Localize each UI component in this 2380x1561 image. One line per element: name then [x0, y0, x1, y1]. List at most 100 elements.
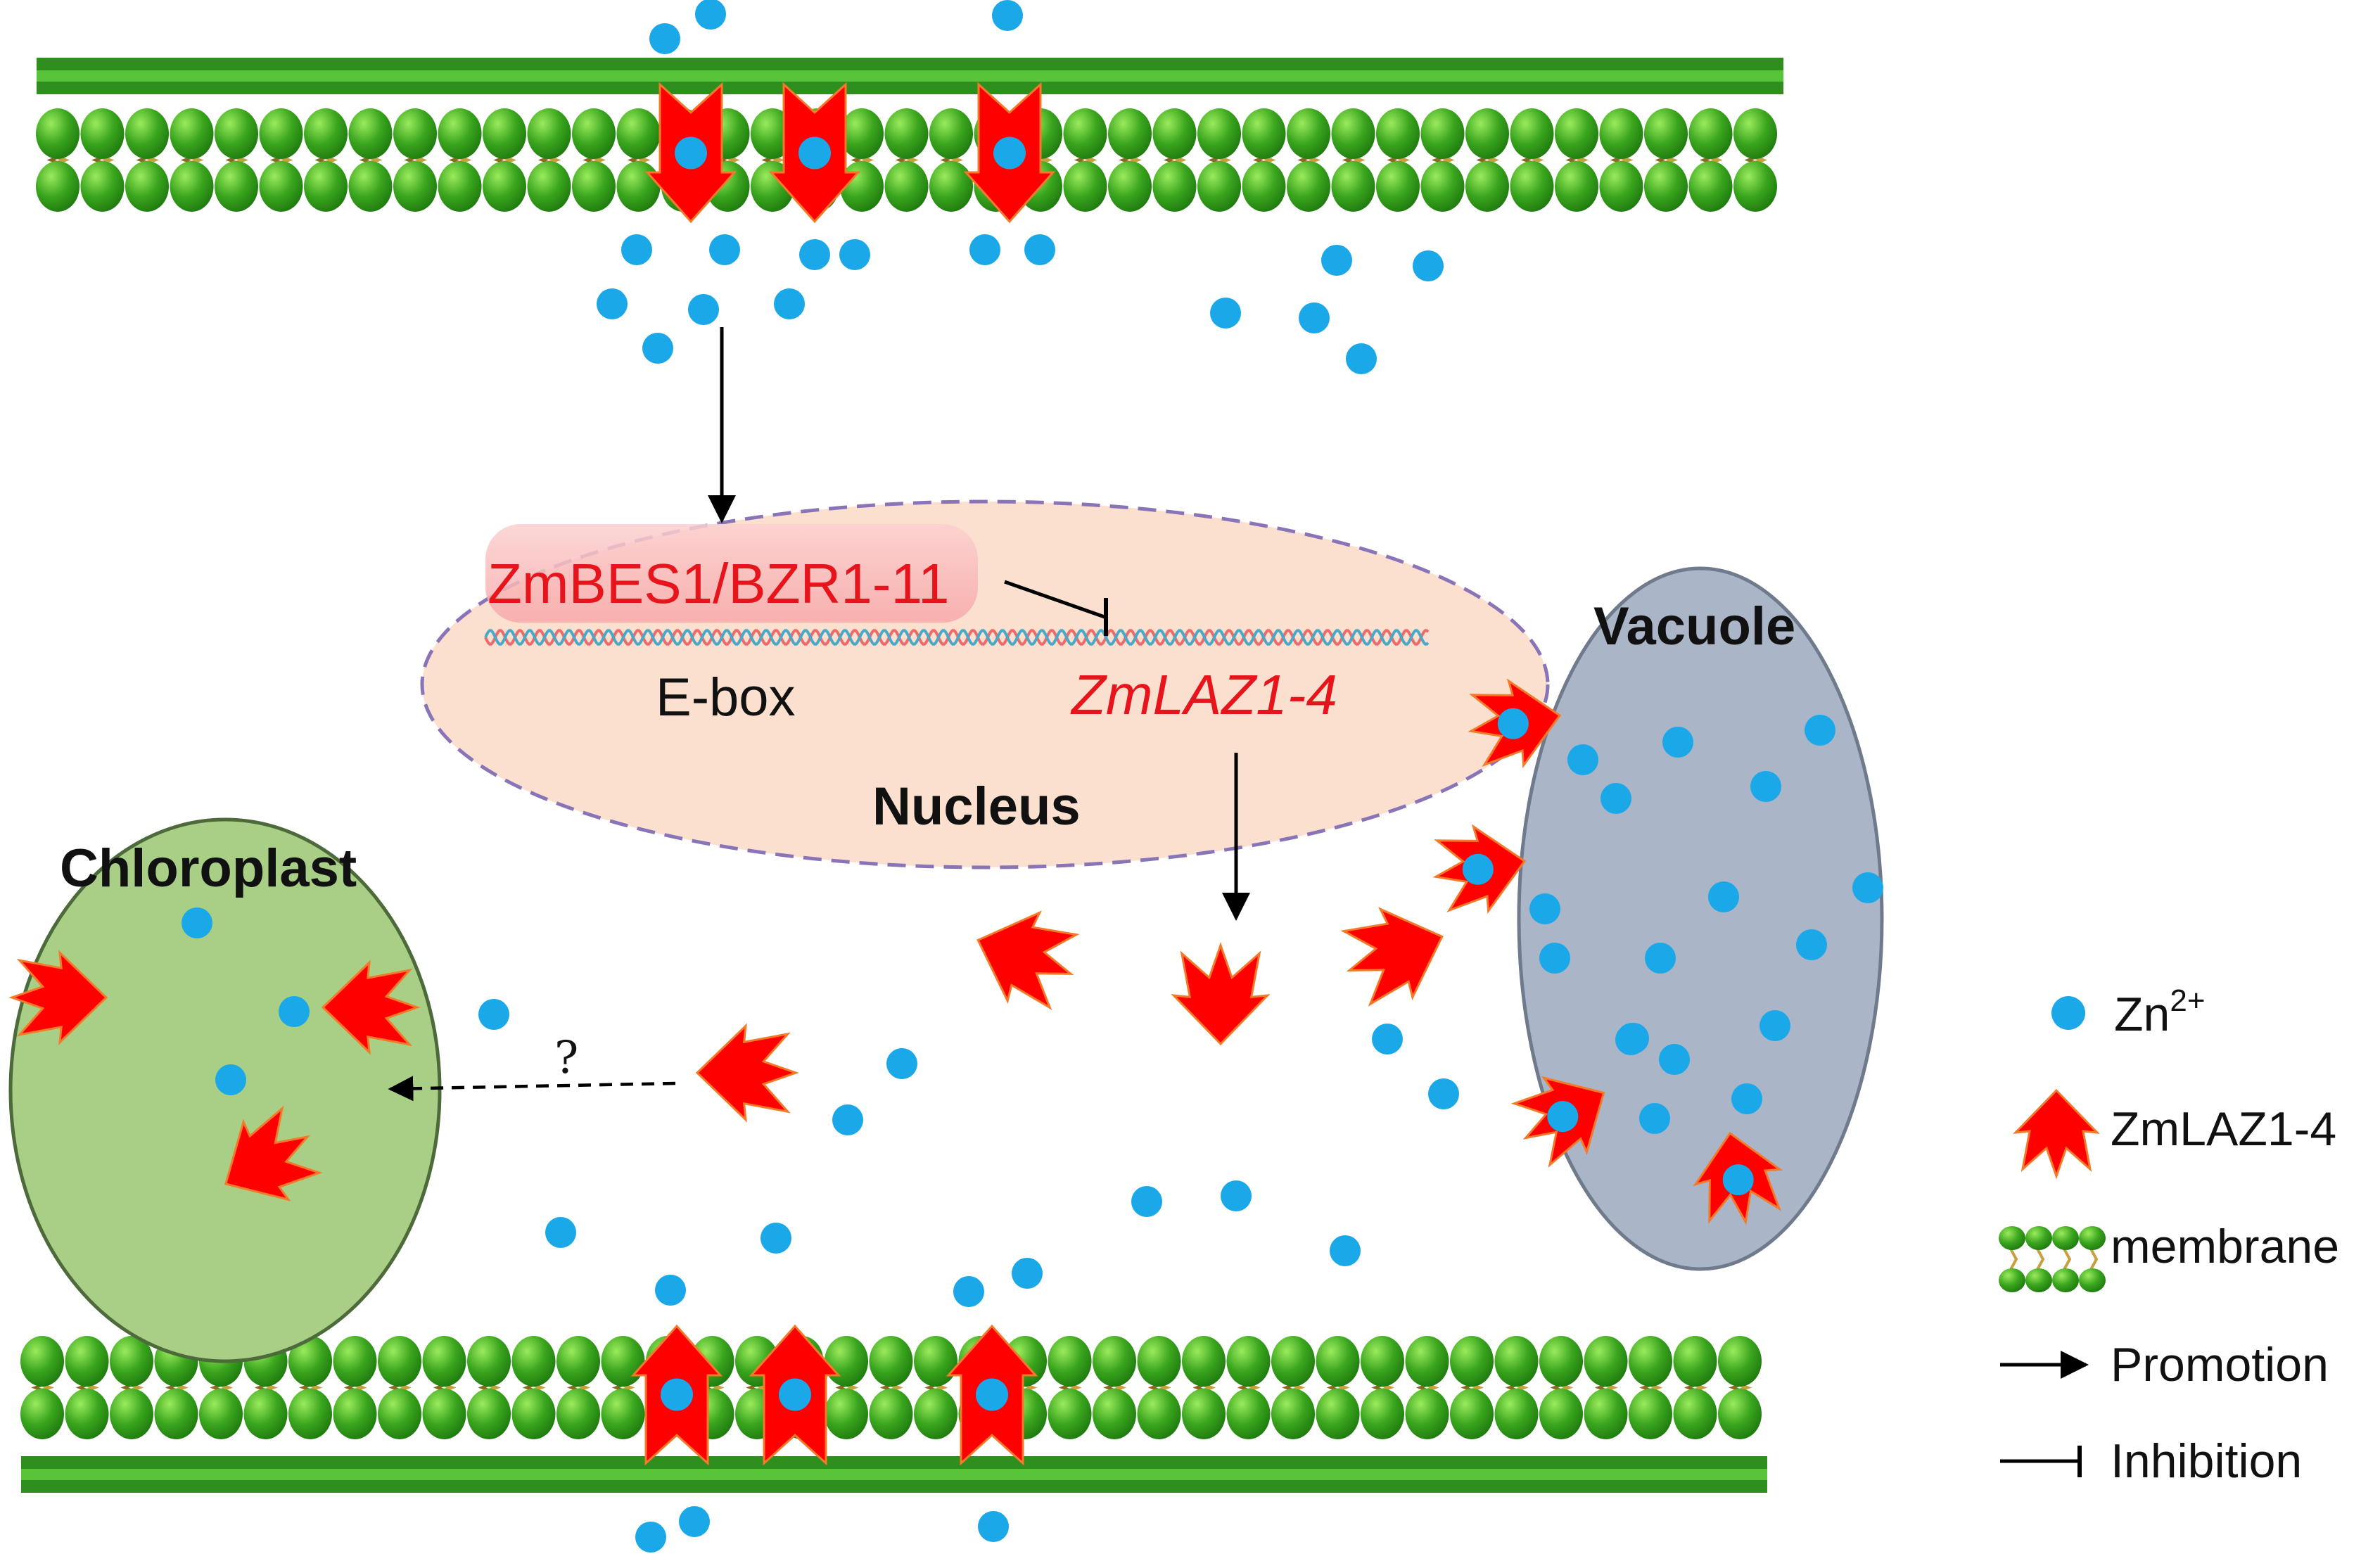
zinc-ion — [1567, 744, 1598, 775]
lipid-head — [1048, 1336, 1092, 1387]
factor-highlight — [485, 524, 978, 623]
lipid-head — [243, 1389, 288, 1439]
lipid-head — [1999, 1268, 2025, 1292]
membrane-channel — [963, 82, 1056, 224]
legend-transporter-label: ZmLAZ1-4 — [2111, 1102, 2336, 1156]
transporter-layer — [8, 82, 1783, 1466]
lipid-head — [1152, 161, 1197, 212]
lipid-head — [1599, 161, 1643, 212]
zinc-ion — [1759, 1010, 1790, 1041]
zinc-ion — [279, 996, 310, 1027]
factor-label: ZmBES1/BZR1-11 — [488, 552, 949, 615]
plasma-membrane-top — [36, 58, 1783, 212]
lipid-head — [1688, 161, 1733, 212]
zinc-ion — [215, 1064, 246, 1095]
lipid-head — [2025, 1226, 2052, 1250]
zinc-ion — [649, 23, 680, 54]
legend-membrane-label: membrane — [2111, 1220, 2339, 1273]
lipid-head — [65, 1336, 109, 1387]
lipid-head — [1361, 1389, 1404, 1439]
lipid-head — [1999, 1226, 2025, 1250]
transporter-icon — [321, 960, 421, 1055]
lipid-head — [304, 108, 348, 159]
lipid-head — [1673, 1336, 1717, 1387]
zinc-ion — [1413, 250, 1444, 281]
lipid-head — [1108, 161, 1152, 212]
transporter-icon — [1468, 678, 1562, 769]
zinc-ion-bound — [798, 136, 831, 170]
lipid-head — [1287, 108, 1330, 159]
zinc-ion-bound — [993, 136, 1026, 170]
lipid-head — [1539, 1389, 1583, 1439]
transporter-icon — [8, 950, 108, 1045]
lipid-head — [1420, 108, 1465, 159]
lipid-head — [869, 1389, 913, 1439]
zinc-ion — [1012, 1258, 1043, 1289]
lipid-head — [601, 1389, 645, 1439]
lipid-head — [1465, 108, 1509, 159]
lipid-head — [65, 1389, 109, 1439]
lipid-head — [1733, 108, 1777, 159]
lipid-head — [215, 108, 258, 159]
dna-helix — [484, 629, 1430, 646]
lipid-head — [914, 1336, 957, 1387]
lipid-head — [1226, 1336, 1271, 1387]
lipid-head — [333, 1389, 377, 1439]
zinc-ion — [478, 999, 509, 1030]
lipid-head — [438, 108, 482, 159]
lipid-head — [1420, 161, 1465, 212]
lipid-head — [288, 1389, 332, 1439]
plasma-membrane-bottom — [20, 1336, 1767, 1493]
legend-transporter-icon — [2013, 1088, 2100, 1180]
cell-wall-strip-highlight — [21, 1469, 1767, 1480]
lipid-head — [1271, 1389, 1315, 1439]
lipid-head — [825, 1389, 868, 1439]
lipid-head — [170, 161, 214, 212]
zinc-ion — [182, 907, 212, 938]
zinc-ion-bound — [1722, 1164, 1754, 1196]
vacuole-label: Vacuole — [1593, 597, 1795, 656]
zinc-ion — [761, 1223, 791, 1254]
dashed-arrow-to-chloroplast — [388, 1076, 676, 1102]
lipid-head — [36, 161, 79, 212]
lipid-head — [1376, 161, 1420, 212]
lipid-head — [1599, 108, 1643, 159]
lipid-head — [348, 161, 393, 212]
lipid-head — [1182, 1336, 1226, 1387]
lipid-head — [422, 1389, 466, 1439]
zinc-ion — [953, 1276, 984, 1307]
lipid-head — [884, 161, 929, 212]
lipid-head — [1108, 108, 1152, 159]
lipid-head — [110, 1336, 153, 1387]
zinc-ion-bound — [779, 1378, 811, 1411]
chloroplast-label: Chloroplast — [60, 839, 357, 898]
lipid-head — [1510, 161, 1554, 212]
transporter-icon — [1510, 1076, 1605, 1168]
lipid-head — [110, 1389, 153, 1439]
lipid-head — [929, 108, 973, 159]
zinc-ion — [1330, 1235, 1361, 1266]
zinc-ion — [695, 0, 726, 30]
lipid-head — [1733, 161, 1777, 212]
zinc-ion — [992, 0, 1023, 31]
lipid-head — [1584, 1389, 1628, 1439]
lipid-head — [2025, 1268, 2052, 1292]
lipid-head — [1644, 161, 1688, 212]
unknown-mark: ? — [554, 1032, 578, 1084]
lipid-head — [199, 1389, 243, 1439]
vacuole — [1517, 566, 1884, 1271]
lipid-head — [2052, 1226, 2079, 1250]
lipid-head — [20, 1336, 64, 1387]
zinc-ion — [709, 234, 740, 265]
lipid-head — [1405, 1389, 1449, 1439]
lipid-head — [1137, 1336, 1181, 1387]
zinc-ion — [799, 239, 830, 270]
zinc-ion-bound — [661, 1378, 693, 1411]
zinc-ion — [1428, 1078, 1459, 1109]
zinc-ion-bound — [1547, 1101, 1579, 1133]
lipid-head — [80, 161, 125, 212]
lipid-head — [2079, 1226, 2106, 1250]
lipid-head — [1376, 108, 1420, 159]
zinc-ion — [1221, 1180, 1252, 1211]
lipid-head — [259, 161, 303, 212]
